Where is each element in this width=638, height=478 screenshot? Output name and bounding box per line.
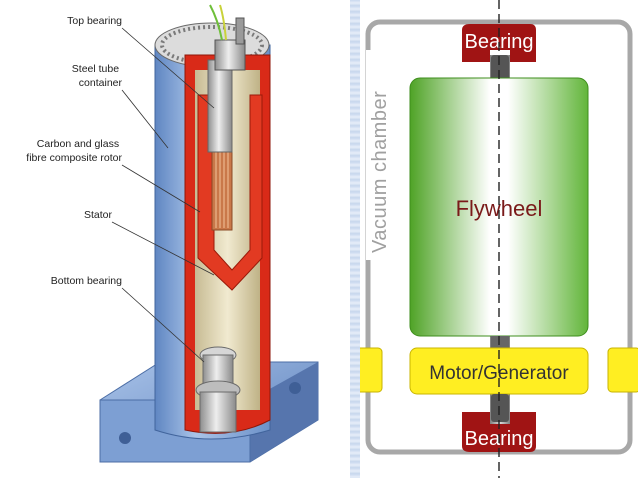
power-cable (219, 4, 227, 41)
left-stator-block (360, 347, 383, 393)
callout-lines (111, 27, 215, 363)
bottom-bearing-block (462, 412, 536, 452)
schematic-panel: Vacuum chamber Bearing Flywheel Motor/Ge… (360, 0, 638, 478)
panel-divider (350, 0, 360, 478)
motor-generator-label: Motor/Generator (429, 363, 569, 384)
base-plate-side (250, 362, 318, 462)
flywheel-schematic: Vacuum chamber Bearing Flywheel Motor/Ge… (360, 0, 638, 478)
base-bolt-hole (119, 432, 131, 444)
right-stator-block (607, 347, 638, 393)
top-bearing-race (491, 55, 509, 81)
vacuum-chamber-label: Vacuum chamber (369, 91, 391, 253)
power-cable (209, 4, 223, 41)
callout-steel-tube-container: Steel tube container (72, 63, 123, 89)
top-connector (235, 17, 245, 45)
vacuum-chamber-label-gap (366, 50, 392, 260)
cutaway-flywheel-panel: Top bearing Steel tube container Carbon … (26, 4, 319, 463)
stator-core (211, 149, 233, 231)
base-bolt-hole (289, 382, 301, 394)
bottom-bearing-race (491, 394, 509, 422)
callout-bottom-bearing: Bottom bearing (51, 275, 122, 287)
callout-stator: Stator (84, 209, 113, 221)
bottom-bearing-mount (199, 391, 237, 433)
stator-windings (215, 152, 229, 228)
callout-composite-rotor: Carbon and glass fibre composite rotor (26, 138, 122, 164)
callout-top-bearing: Top bearing (67, 15, 122, 27)
shaft-link-upper (491, 336, 509, 348)
top-bearing-housing (214, 39, 246, 71)
cutaway-flywheel-illustration: Top bearing Steel tube container Carbon … (26, 4, 319, 463)
